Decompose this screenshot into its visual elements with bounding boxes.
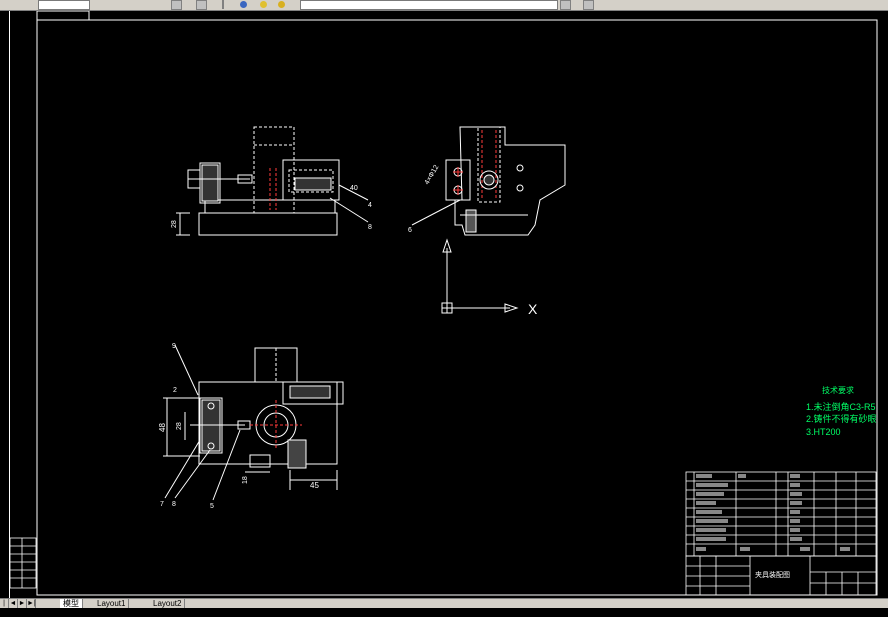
top-dim-45: 45 xyxy=(310,481,319,490)
bulb-icon[interactable] xyxy=(240,1,247,8)
cad-drawing: 28 4 8 40 4×Φ12 6 xyxy=(10,11,878,596)
notes-line-1: 1.未注倒角C3-R5 xyxy=(806,401,876,412)
drawing-canvas[interactable]: 28 4 8 40 4×Φ12 6 xyxy=(10,11,888,601)
notes-heading: 技术要求 xyxy=(822,385,854,395)
side-view xyxy=(411,126,566,236)
tab-layout2[interactable]: Layout2 xyxy=(150,599,186,608)
drawing-frame xyxy=(36,19,878,596)
ucs-x-label: X xyxy=(528,301,538,317)
side-balloon-6: 6 xyxy=(408,227,412,234)
dropdown-arrow-icon[interactable] xyxy=(560,0,571,10)
top-dim-48: 48 xyxy=(158,423,167,432)
title-drawing-name: 夹具装配图 xyxy=(755,570,790,579)
layer-dropdown[interactable] xyxy=(38,0,90,10)
revision-table xyxy=(10,537,37,589)
top-toolbar xyxy=(0,0,888,11)
front-dim-40: 40 xyxy=(350,185,358,192)
layer-state-button[interactable] xyxy=(196,0,207,10)
toolbar-separator xyxy=(222,0,224,9)
front-view xyxy=(176,126,369,236)
notes-line-2: 2.铸件不得有砂眼 xyxy=(806,413,877,424)
ucs-icon xyxy=(441,238,519,314)
color-control-button[interactable] xyxy=(583,0,594,10)
prev-icon[interactable]: ◄ xyxy=(9,599,18,608)
last-icon[interactable]: ►| xyxy=(27,599,36,608)
layout-tab-bar: |◄ ◄ ► ►| 模型 Layout1 Layout2 xyxy=(0,598,888,616)
top-view xyxy=(163,344,344,501)
top-dim-18: 18 xyxy=(242,476,249,484)
parts-list xyxy=(685,471,877,557)
layer-properties-button[interactable] xyxy=(171,0,182,10)
tab-model[interactable]: 模型 xyxy=(60,599,83,608)
top-dim-2: 2 xyxy=(173,387,177,394)
layer-name-dropdown[interactable] xyxy=(300,0,558,10)
sun-icon[interactable] xyxy=(260,1,267,8)
frame-corner-box xyxy=(36,11,90,21)
next-icon[interactable]: ► xyxy=(18,599,27,608)
lock-icon[interactable] xyxy=(278,1,285,8)
top-dim-28: 28 xyxy=(176,422,183,430)
top-balloon-9: 9 xyxy=(172,343,176,350)
top-balloon-8: 8 xyxy=(172,501,176,508)
top-balloon-7: 7 xyxy=(160,501,164,508)
tab-layout1[interactable]: Layout1 xyxy=(94,599,130,608)
side-hole-dim: 4×Φ12 xyxy=(424,164,441,186)
notes-line-3: 3.HT200 xyxy=(806,427,841,437)
front-balloon-8: 8 xyxy=(368,224,372,231)
left-margin-ruler xyxy=(0,11,10,601)
top-balloon-5: 5 xyxy=(210,503,214,510)
title-block xyxy=(685,555,877,596)
front-balloon-4: 4 xyxy=(368,202,372,209)
front-height-dim: 28 xyxy=(171,220,178,228)
